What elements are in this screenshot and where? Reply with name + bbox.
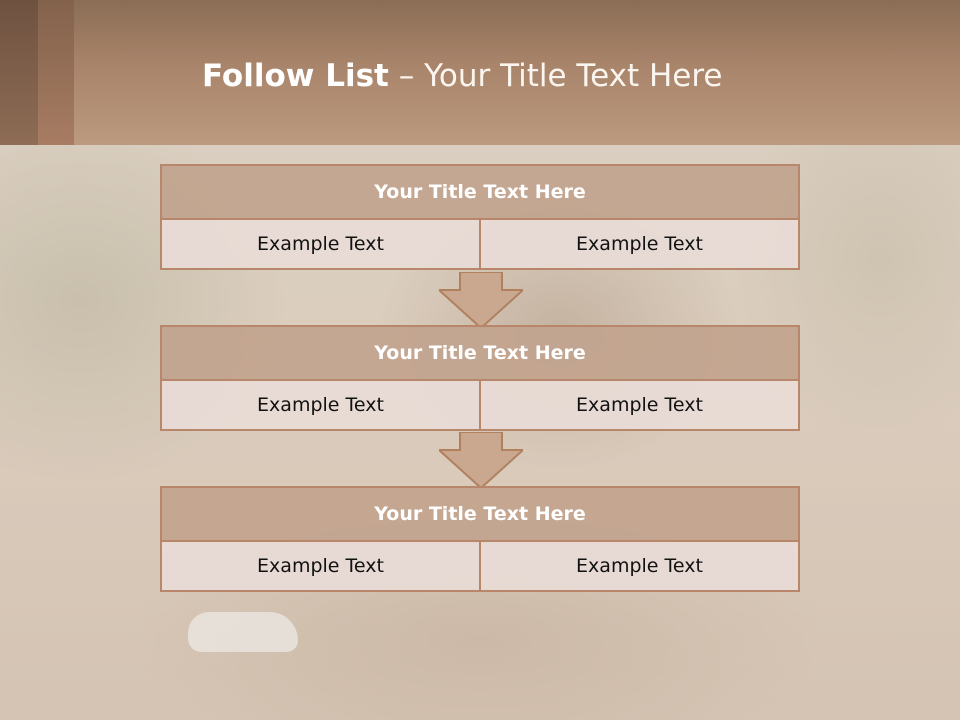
block-row: Example Text Example Text [160, 220, 800, 270]
block-cell-left: Example Text [160, 381, 481, 431]
list-block-3: Your Title Text Here Example Text Exampl… [160, 486, 800, 592]
block-row: Example Text Example Text [160, 542, 800, 592]
background-shoe [188, 612, 298, 652]
header-stripe [38, 0, 74, 145]
slide-title: Follow List – Your Title Text Here [202, 54, 722, 98]
block-cell-right: Example Text [481, 542, 800, 592]
down-arrow-icon [439, 432, 523, 488]
block-title: Your Title Text Here [160, 486, 800, 542]
block-title: Your Title Text Here [160, 325, 800, 381]
title-bold: Follow List [202, 58, 389, 94]
block-cell-left: Example Text [160, 220, 481, 270]
header-stripe [0, 0, 38, 145]
down-arrow-icon [439, 272, 523, 328]
header-band: Follow List – Your Title Text Here [0, 0, 960, 145]
block-title: Your Title Text Here [160, 164, 800, 220]
block-row: Example Text Example Text [160, 381, 800, 431]
list-block-1: Your Title Text Here Example Text Exampl… [160, 164, 800, 270]
title-rest: Your Title Text Here [424, 58, 723, 94]
list-block-2: Your Title Text Here Example Text Exampl… [160, 325, 800, 431]
title-separator: – [388, 58, 425, 94]
block-cell-right: Example Text [481, 381, 800, 431]
block-cell-right: Example Text [481, 220, 800, 270]
block-cell-left: Example Text [160, 542, 481, 592]
